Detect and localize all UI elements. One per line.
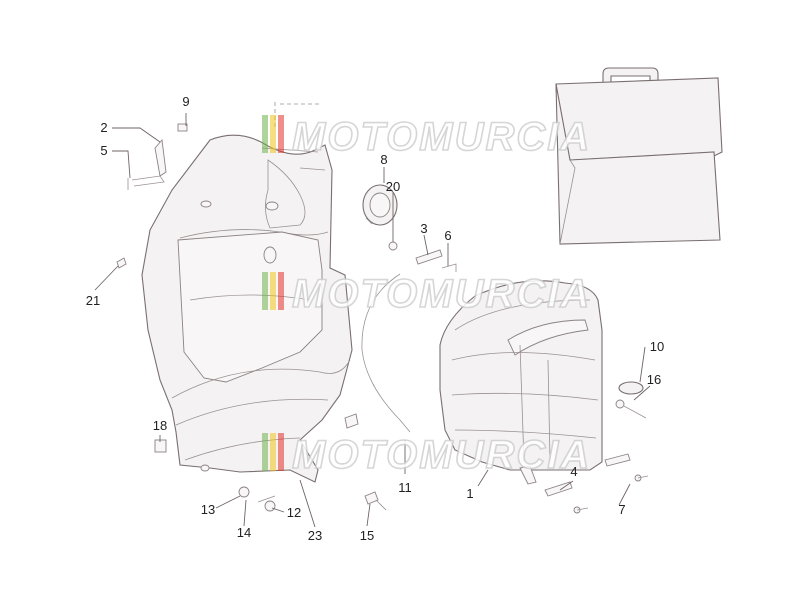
watermark-text: MOTOMURCIA bbox=[292, 433, 591, 477]
callout-8: 8 bbox=[380, 152, 387, 167]
callout-13: 13 bbox=[201, 502, 215, 517]
front-shield-frame bbox=[141, 102, 353, 483]
callout-3: 3 bbox=[420, 221, 427, 236]
hinge-brackets bbox=[544, 453, 649, 514]
callout-16: 16 bbox=[647, 372, 661, 387]
callout-9: 9 bbox=[182, 94, 189, 109]
callout-10: 10 bbox=[650, 339, 664, 354]
watermark-top: MOTOMURCIA bbox=[262, 114, 591, 160]
watermark-text: MOTOMURCIA bbox=[292, 272, 591, 316]
callout-2: 2 bbox=[100, 120, 107, 135]
toolkit-bag bbox=[555, 67, 723, 245]
callout-1: 1 bbox=[466, 486, 473, 501]
watermark-bottom: MOTOMURCIA bbox=[262, 432, 591, 478]
callout-14: 14 bbox=[237, 525, 251, 540]
callout-11: 11 bbox=[398, 480, 412, 495]
watermark-text: MOTOMURCIA bbox=[292, 115, 591, 159]
callout-5: 5 bbox=[100, 143, 107, 158]
callout-4: 4 bbox=[570, 464, 577, 479]
glovebox-door bbox=[439, 280, 603, 485]
callout-23: 23 bbox=[308, 528, 322, 543]
callout-15: 15 bbox=[360, 528, 374, 543]
watermark-middle: MOTOMURCIA bbox=[262, 271, 591, 317]
leader-lines bbox=[94, 113, 651, 528]
callout-6: 6 bbox=[444, 228, 451, 243]
callout-labels: 9 2 5 8 20 3 6 21 10 16 18 11 1 4 7 13 1… bbox=[86, 94, 664, 543]
small-parts bbox=[116, 123, 647, 512]
callout-7: 7 bbox=[618, 502, 625, 517]
callout-18: 18 bbox=[153, 418, 167, 433]
callout-21: 21 bbox=[86, 293, 100, 308]
callout-20: 20 bbox=[386, 179, 400, 194]
callout-12: 12 bbox=[287, 505, 301, 520]
